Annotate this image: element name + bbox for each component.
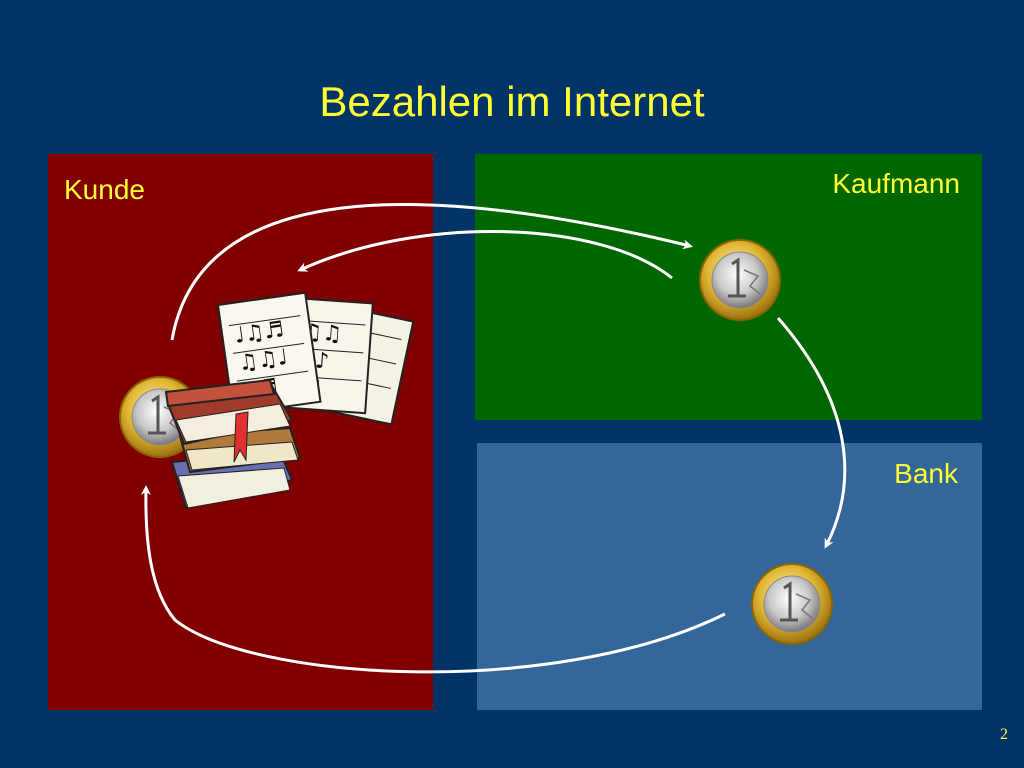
kunde-label: Kunde bbox=[64, 174, 145, 205]
euro-coin-icon bbox=[750, 562, 834, 646]
euro-coin-icon bbox=[698, 238, 782, 322]
slide-title: Bezahlen im Internet bbox=[319, 78, 705, 125]
bank-label: Bank bbox=[894, 458, 958, 489]
kaufmann-label: Kaufmann bbox=[832, 168, 960, 199]
arrow-kaufmann-to-kunde bbox=[297, 229, 673, 280]
bank-panel bbox=[477, 443, 982, 710]
page-number: 2 bbox=[1000, 726, 1008, 743]
books-and-sheet-music-icon: ♫♩ ♬ ♫♩ ♫♫ ♩♪ ♬ ♩♫♬ ♫♫♩ ♪♬ bbox=[164, 291, 415, 510]
arrow-kunde-to-kaufmann bbox=[170, 202, 693, 341]
arrow-kaufmann-to-bank bbox=[776, 317, 847, 549]
arrow-bank-to-kunde bbox=[140, 485, 726, 674]
